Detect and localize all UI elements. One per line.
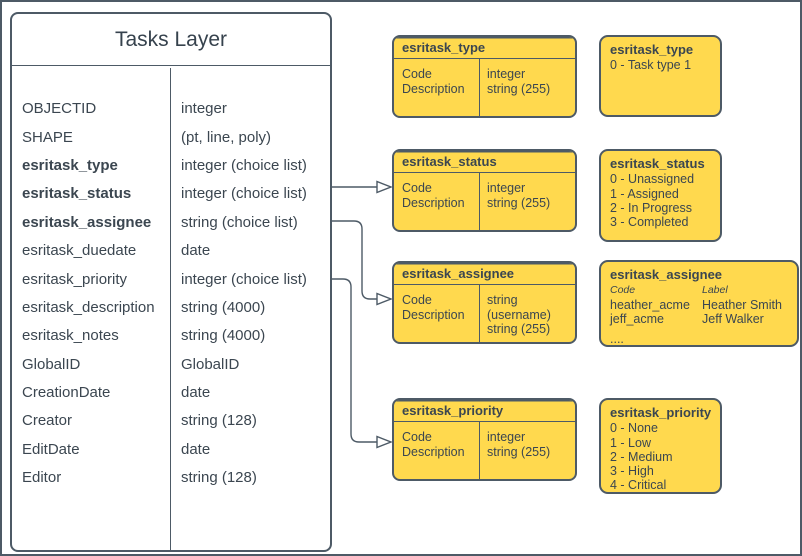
- domain-field: Code: [402, 293, 432, 307]
- domain-field-type: integer: [487, 430, 526, 444]
- value-item: 0 - Unassigned: [610, 172, 695, 187]
- connector-priority: [332, 278, 377, 443]
- value-code: heather_acme: [610, 297, 690, 312]
- domain-field-type: string (username): [487, 293, 551, 322]
- value-list-ellipsis: ....: [610, 332, 624, 347]
- domain-field: Code: [402, 430, 432, 444]
- value-label: Heather Smith: [702, 297, 782, 312]
- value-item: 3 - High: [610, 464, 654, 479]
- domain-table-esritask-priority: esritask_priority Code Description integ…: [392, 398, 577, 481]
- domain-field: Code: [402, 181, 432, 195]
- domain-field: Code: [402, 67, 432, 81]
- domain-field-type: integer: [487, 67, 526, 81]
- domain-table-esritask-assignee: esritask_assignee Code Description strin…: [392, 261, 577, 344]
- value-item: 2 - In Progress: [610, 200, 692, 215]
- value-item: 3 - Completed: [610, 215, 689, 230]
- value-item: 0 - None: [610, 421, 658, 436]
- connector-assignee: [332, 220, 377, 300]
- value-list-esritask-assignee: esritask_assignee Code Label heather_acm…: [599, 260, 799, 347]
- arrowhead-priority: [376, 435, 393, 449]
- domain-field-type: string (255): [487, 444, 551, 459]
- domain-table-title: esritask_type: [394, 37, 575, 59]
- value-list-title: esritask_type: [610, 42, 694, 57]
- value-item: 2 - Medium: [610, 449, 673, 464]
- column-divider: [170, 67, 171, 550]
- value-code: jeff_acme: [610, 311, 664, 326]
- domain-field: Description: [402, 444, 465, 459]
- domain-table-title: esritask_priority: [394, 400, 575, 422]
- domain-table-title: esritask_assignee: [394, 263, 575, 285]
- value-list-title: esritask_assignee: [610, 267, 723, 282]
- value-list-esritask-priority: esritask_priority 0 - None 1 - Low 2 - M…: [599, 398, 722, 494]
- value-list-esritask-status: esritask_status 0 - Unassigned 1 - Assig…: [599, 149, 722, 242]
- value-item: 0 - Task type 1: [610, 58, 692, 73]
- domain-table-esritask-type: esritask_type Code Description integer s…: [392, 35, 577, 118]
- value-item: 1 - Low: [610, 435, 651, 450]
- domain-field: Description: [402, 307, 465, 322]
- domain-field-type: string (255): [487, 81, 551, 96]
- value-list-esritask-type: esritask_type 0 - Task type 1: [599, 35, 722, 117]
- tasks-layer-title: Tasks Layer: [12, 14, 330, 66]
- domain-table-title: esritask_status: [394, 151, 575, 173]
- value-column-header-code: Code: [610, 284, 636, 297]
- domain-field-type: string (255): [487, 322, 551, 336]
- domain-field: Description: [402, 81, 465, 96]
- value-item: 4 - Critical: [610, 478, 667, 493]
- value-list-title: esritask_priority: [610, 405, 712, 420]
- domain-table-esritask-status: esritask_status Code Description integer…: [392, 149, 577, 232]
- value-list-title: esritask_status: [610, 156, 705, 171]
- arrowhead-assignee: [376, 292, 393, 306]
- value-column-header-label: Label: [702, 284, 728, 297]
- domain-field-type: string (255): [487, 195, 551, 210]
- value-label: Jeff Walker: [702, 311, 764, 326]
- field-row-shape: SHAPE(pt, line, poly): [22, 128, 272, 146]
- domain-field: Description: [402, 195, 465, 210]
- value-item: 1 - Assigned: [610, 186, 679, 201]
- domain-field-type: integer: [487, 181, 526, 195]
- arrowhead-status: [376, 180, 393, 194]
